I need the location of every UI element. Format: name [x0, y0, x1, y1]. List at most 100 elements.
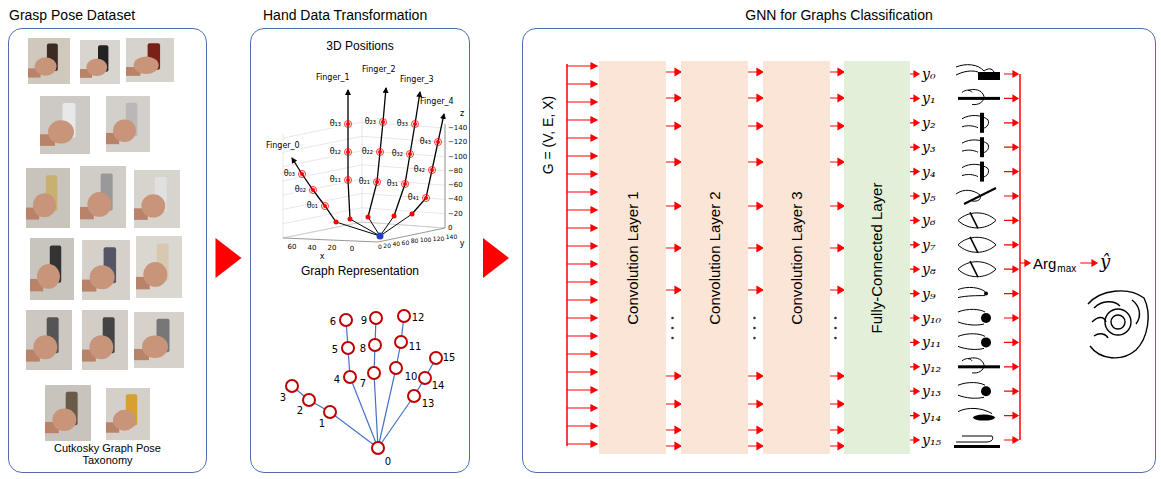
class-output: y₂	[922, 116, 936, 130]
joint-angle: θ₃₁	[387, 180, 398, 188]
output-bracket	[1019, 74, 1021, 440]
class-output: y₆	[922, 213, 936, 227]
finger-label: Finger_3	[400, 76, 434, 84]
class-output: y₃	[922, 140, 936, 154]
joint-angle: θ₁₂	[330, 148, 341, 156]
panel-heading: GNN for Graphs Classification	[745, 7, 933, 23]
grasp-icon	[956, 188, 996, 204]
convolution-layer: Convolution Layer 1	[599, 61, 666, 454]
bracket-arrow	[1004, 217, 1018, 223]
grasp-icon	[956, 65, 1000, 80]
graph-node-number: 9	[361, 316, 367, 326]
input-arrow	[567, 117, 597, 123]
finger-label: Finger_0	[266, 142, 300, 150]
grasp-photo	[26, 168, 70, 228]
joint-angle: θ₀₂	[295, 186, 306, 194]
grasp-icon	[958, 358, 1000, 373]
graph-node-number: 2	[297, 406, 303, 416]
axis-tick: 40	[392, 241, 400, 247]
axis-tick: −140	[448, 125, 467, 132]
input-arrow	[567, 369, 597, 375]
axis-tick: 0	[350, 245, 354, 252]
input-arrow	[567, 189, 597, 195]
axis-tick: −20	[448, 210, 463, 217]
input-arrow	[567, 405, 597, 411]
grasp-photo	[80, 166, 126, 228]
grasp-photo	[126, 38, 174, 82]
class-output: y₁₅	[922, 433, 941, 447]
class-output: y₁	[922, 91, 936, 105]
output-arrow	[909, 364, 919, 370]
grasp-photo	[80, 40, 120, 84]
axis-tick: 100	[420, 237, 431, 243]
ellipsis-dot	[671, 327, 674, 330]
grasp-photo	[82, 310, 128, 370]
ellipsis-dot	[834, 337, 837, 340]
axis-tick: 120	[433, 236, 444, 242]
bracket-arrow	[1004, 364, 1018, 370]
graph-notation: G = (V, E, X)	[541, 96, 555, 174]
axis-name: z	[460, 110, 464, 118]
input-arrow	[567, 261, 597, 267]
fully-connected-layer: Fully-Connected Layer	[844, 61, 910, 454]
layer-connection	[666, 69, 681, 450]
grasp-photo	[45, 385, 91, 441]
bracket-arrow	[1004, 413, 1018, 419]
grasp-photo	[40, 96, 90, 154]
ellipsis-dot	[671, 317, 674, 320]
input-arrow	[567, 171, 597, 177]
graph-node-number: 15	[443, 353, 456, 363]
input-arrow	[567, 153, 597, 159]
panel-heading: Hand Data Transformation	[263, 7, 427, 23]
layer-label: Convolution Layer 3	[788, 191, 805, 324]
bracket-arrow	[1004, 315, 1018, 321]
argmax-arrow	[1020, 260, 1030, 266]
class-output: y₁₄	[922, 409, 941, 423]
class-output: y₁₀	[922, 311, 941, 325]
output-arrow	[909, 413, 919, 419]
joint-angle: θ₀₁	[307, 202, 318, 210]
grasp-icon	[958, 261, 996, 277]
input-arrow	[567, 333, 597, 339]
ellipsis-dot	[753, 337, 756, 340]
grasp-photo	[134, 170, 180, 228]
output-arrow	[909, 193, 919, 199]
grasp-icon	[958, 383, 991, 399]
grasp-icon	[958, 309, 991, 325]
finger-label: Finger_2	[362, 66, 396, 74]
graph-node-number: 10	[405, 372, 418, 382]
grasp-icon	[962, 113, 989, 133]
grasp-icon	[958, 408, 995, 420]
input-arrow	[567, 135, 597, 141]
bracket-arrow	[1004, 437, 1018, 443]
axis-tick: 80	[411, 238, 419, 244]
output-arrow	[909, 217, 919, 223]
joint-angle: θ₂₁	[359, 178, 370, 186]
grasp-photo	[82, 240, 130, 300]
panel-caption: Cutkosky Graph Pose Taxonomy	[38, 442, 178, 467]
output-arrow	[909, 242, 919, 248]
grasp-photo	[28, 38, 70, 84]
joint-angle: θ₁₁	[330, 176, 341, 184]
input-bracket	[566, 64, 568, 446]
axis-tick: −80	[448, 167, 463, 174]
section-heading: 3D Positions	[326, 40, 393, 54]
bracket-arrow	[1004, 193, 1018, 199]
axis-name: x	[320, 253, 325, 261]
input-arrow	[567, 225, 597, 231]
class-output: y₈	[922, 262, 936, 276]
input-arrow	[567, 423, 597, 429]
axis-tick: −100	[448, 153, 467, 160]
axis-tick: 60	[288, 244, 297, 251]
finger-label: Finger_1	[316, 74, 350, 82]
ellipsis-dot	[753, 327, 756, 330]
layer-label: Fully-Connected Layer	[868, 182, 885, 333]
prediction-arrow	[1080, 260, 1097, 266]
bracket-arrow	[1004, 242, 1018, 248]
grasp-icon	[954, 436, 1000, 448]
input-arrow	[567, 387, 597, 393]
class-output: y₀	[922, 67, 936, 81]
bracket-arrow	[1004, 266, 1018, 272]
joint-angle: θ₄₁	[408, 194, 419, 202]
